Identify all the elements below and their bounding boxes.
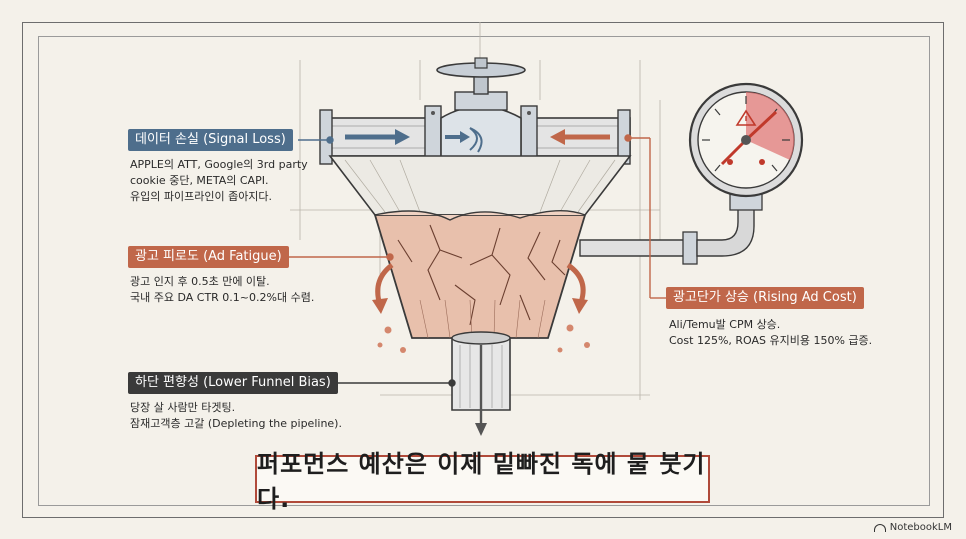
funnel-body bbox=[328, 155, 632, 339]
signal-loss-label: 데이터 손실 (Signal Loss) bbox=[128, 129, 293, 151]
brand-watermark: NotebookLM bbox=[873, 522, 952, 533]
rising-cost-line-1: Ali/Temu발 CPM 상승. bbox=[669, 318, 781, 331]
signal-loss-line-3: 유입의 파이프라인이 좁아지다. bbox=[130, 190, 273, 203]
funnel-cracks bbox=[397, 224, 566, 326]
leader-rising-cost bbox=[624, 134, 666, 299]
rising-cost-label: 광고단가 상승 (Rising Ad Cost) bbox=[666, 287, 864, 309]
brand-text: NotebookLM bbox=[889, 522, 952, 533]
pressure-gauge bbox=[579, 82, 804, 265]
notebooklm-logo-icon bbox=[873, 523, 886, 532]
ad-fatigue-line-2: 국내 주요 DA CTR 0.1~0.2%대 수렴. bbox=[130, 291, 315, 304]
lower-funnel-label: 하단 편향성 (Lower Funnel Bias) bbox=[128, 372, 338, 394]
leak-arrows bbox=[372, 262, 590, 353]
signal-loss-line-1: APPLE의 ATT, Google의 3rd party bbox=[130, 158, 308, 171]
ad-fatigue-description: 광고 인지 후 0.5초 만에 이탈. 국내 주요 DA CTR 0.1~0.2… bbox=[130, 274, 314, 306]
valve bbox=[436, 57, 526, 169]
rising-cost-line-2: Cost 125%, ROAS 유지비용 150% 급증. bbox=[669, 334, 873, 347]
headline-box: 퍼포먼스 예산은 이제 밑빠진 독에 물 붓기다. bbox=[255, 450, 710, 513]
rising-cost-description: Ali/Temu발 CPM 상승. Cost 125%, ROAS 유지비용 1… bbox=[669, 317, 872, 349]
leader-lower-funnel bbox=[333, 379, 456, 387]
signal-loss-description: APPLE의 ATT, Google의 3rd party cookie 중단,… bbox=[130, 157, 308, 205]
leader-signal-loss bbox=[298, 136, 334, 144]
signal-loss-line-2: cookie 중단, META의 CAPI. bbox=[130, 174, 269, 187]
leader-ad-fatigue bbox=[288, 253, 394, 261]
ad-fatigue-label: 광고 피로도 (Ad Fatigue) bbox=[128, 246, 289, 268]
lower-funnel-line-2: 잠재고객층 고갈 (Depleting the pipeline). bbox=[130, 417, 342, 430]
lower-funnel-line-1: 당장 살 사람만 타겟팅. bbox=[130, 401, 236, 414]
lower-funnel-description: 당장 살 사람만 타겟팅. 잠재고객층 고갈 (Depleting the pi… bbox=[130, 400, 342, 432]
inner-frame bbox=[38, 36, 930, 506]
headline-text: 퍼포먼스 예산은 이제 밑빠진 독에 물 붓기다. bbox=[257, 450, 706, 513]
outer-frame bbox=[22, 22, 944, 518]
construction-lines bbox=[290, 22, 661, 400]
ad-fatigue-line-1: 광고 인지 후 0.5초 만에 이탈. bbox=[130, 275, 270, 288]
spout bbox=[451, 331, 511, 436]
